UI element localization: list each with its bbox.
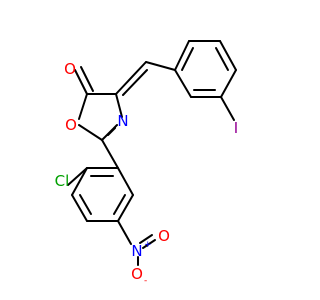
bond-c5-o-ring xyxy=(78,93,88,120)
charge-o-nitro-bottom: - xyxy=(144,276,147,286)
atom-labels: O O N I Cl N + O O - xyxy=(55,60,239,286)
bond-n-c4 xyxy=(115,93,123,118)
bond-o-ring-c2 xyxy=(78,124,103,141)
bond-ring1-c xyxy=(219,40,237,71)
atom-o-carbonyl: O xyxy=(64,60,76,78)
bond-c4-ch xyxy=(115,61,147,95)
bond-ring1-c-inner xyxy=(215,47,229,71)
bond-n-o-nitro-top xyxy=(139,234,153,244)
bond-c5-o-carbonyl xyxy=(74,69,88,95)
atom-iodine: I xyxy=(234,119,238,137)
bond-ring2-c xyxy=(71,194,88,222)
bond-c-iodine xyxy=(220,96,235,121)
bond-ring1-f xyxy=(174,69,192,98)
bonds xyxy=(67,40,237,266)
bond-ch-aryl xyxy=(145,61,176,71)
bond-ring2-c-inner xyxy=(79,194,92,215)
bond-c-n-nitro xyxy=(117,220,132,245)
atom-chlorine: Cl xyxy=(55,172,70,190)
bond-ring1-a-inner xyxy=(181,47,194,71)
bond-c4-ch-double xyxy=(122,69,148,96)
chemical-structure: O O N I Cl N + O O - xyxy=(55,40,239,286)
bond-c2-aryl xyxy=(101,139,119,169)
bond-n-o-nitro-top-double xyxy=(142,239,156,249)
charge-n-nitro: + xyxy=(144,240,152,250)
atom-o-nitro-top: O xyxy=(158,227,170,245)
bond-c-chlorine xyxy=(67,167,88,186)
atom-o-nitro-bottom: O xyxy=(131,265,143,283)
atom-n-ring: N xyxy=(117,112,128,130)
bond-ring1-a xyxy=(174,40,190,71)
atom-o-ring: O xyxy=(65,116,77,134)
bond-ring2-e-inner xyxy=(113,194,126,215)
bond-c2-n-double xyxy=(107,127,116,136)
bond-c5-o-carbonyl-double xyxy=(80,66,94,92)
bond-ring2-e xyxy=(117,194,134,222)
atom-n-nitro: N xyxy=(131,242,142,260)
bond-ring2-f xyxy=(117,167,134,196)
bond-ring1-d xyxy=(220,69,237,98)
bond-ring2-b xyxy=(71,167,88,196)
